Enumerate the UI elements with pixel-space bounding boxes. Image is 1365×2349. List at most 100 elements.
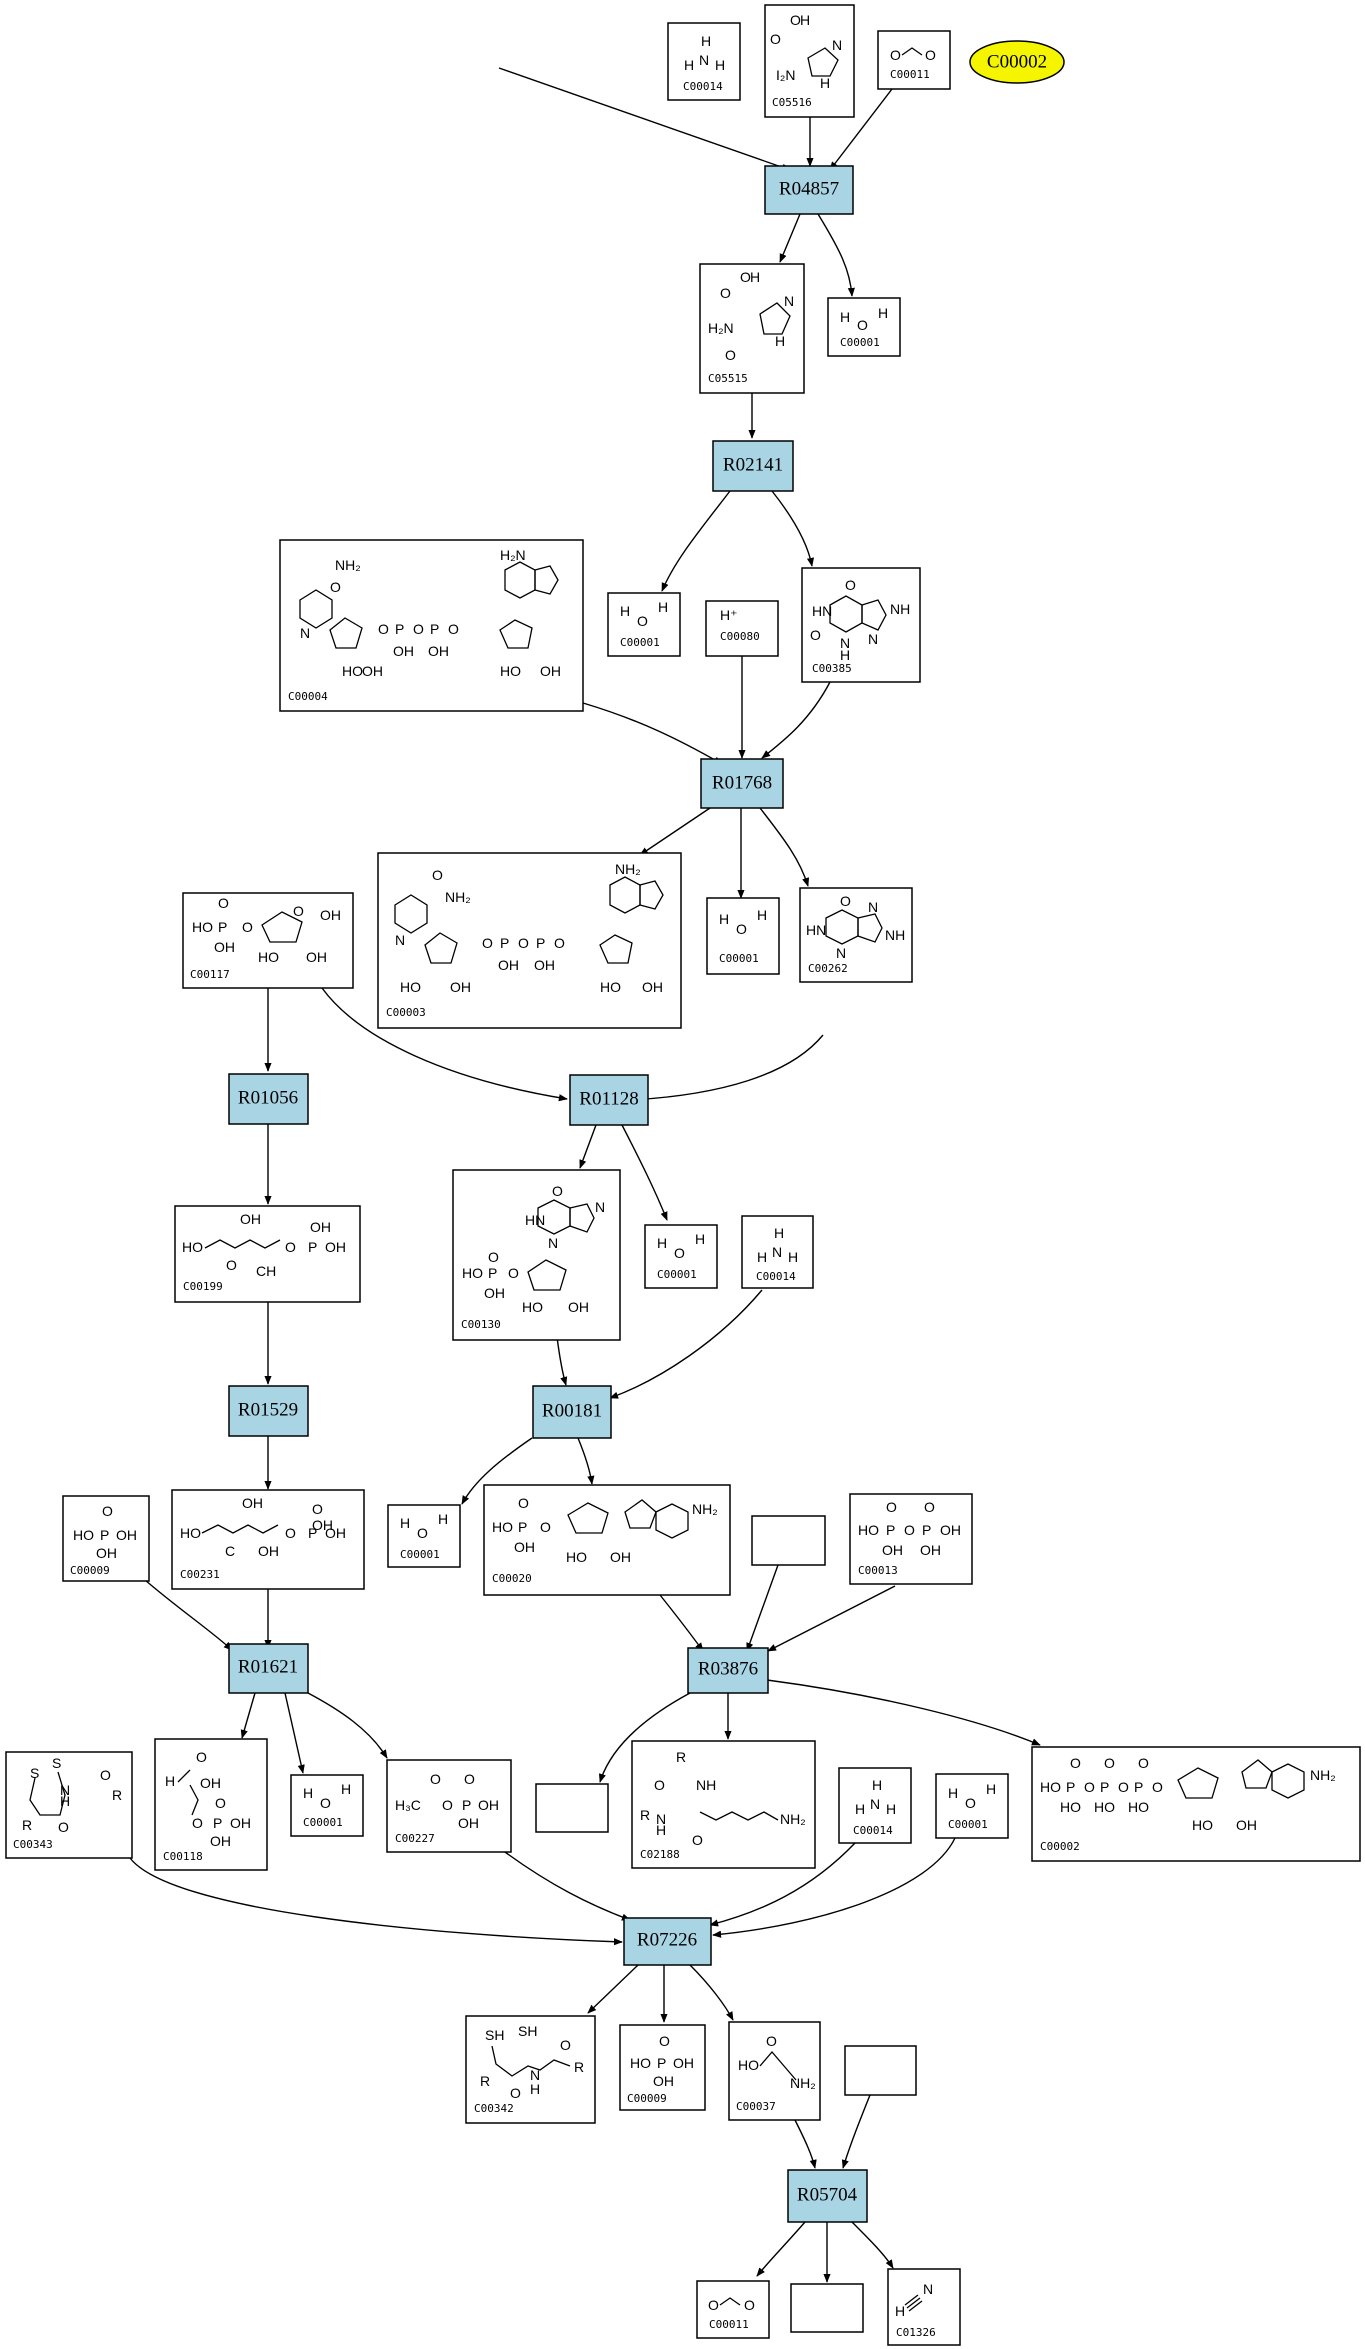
structure-acetyl-phosphate: O O H₃C O P OH OH [395, 1771, 499, 1831]
atom-symbol: R [676, 1749, 686, 1765]
atom-symbol: R [112, 1787, 122, 1803]
edge [639, 807, 711, 856]
chemical-bond [491, 2045, 571, 2077]
chemical-bond [1241, 1759, 1273, 1789]
compound-node[interactable]: O HN N NH N C00262 [799, 887, 913, 983]
compound-node[interactable]: H N H H C00014 [838, 1767, 912, 1844]
compound-node[interactable]: O HO P OH O HO OH NH₂ C00020 [483, 1484, 731, 1596]
atom-symbol: N [699, 52, 709, 68]
reaction-node[interactable]: R01128 [569, 1074, 649, 1126]
compound-node[interactable]: O O HO P O P OH OH OH C00013 [849, 1493, 973, 1585]
compound-node[interactable]: O O C00011 [696, 2280, 770, 2339]
reaction-node[interactable]: R01056 [228, 1073, 309, 1125]
edge [556, 1336, 568, 1386]
empty-compound-node[interactable] [844, 2045, 917, 2096]
compound-node[interactable]: H O H C00001 [935, 1773, 1009, 1839]
atom-symbol: N [772, 1244, 782, 1260]
edge [841, 2094, 871, 2169]
compound-node[interactable]: H O H C00001 [827, 297, 901, 357]
compound-node[interactable]: H N H H C00014 [741, 1215, 814, 1289]
atom-symbol: P [518, 1519, 527, 1535]
empty-compound-node[interactable] [535, 1783, 609, 1833]
compound-id: C00020 [492, 1572, 532, 1585]
compound-node[interactable]: O HO P OH O O OH HO OH C00117 [182, 892, 354, 989]
atom-symbol: O [430, 1771, 441, 1787]
atom-symbol: O [1084, 1779, 1095, 1795]
reaction-node[interactable]: R00181 [532, 1385, 612, 1439]
compound-node[interactable]: O O H₃C O P OH OH C00227 [386, 1759, 512, 1853]
structure-water: H O H [657, 1231, 705, 1261]
compound-id: C01326 [896, 2326, 936, 2339]
compound-node[interactable]: H O H C00001 [706, 897, 780, 975]
compound-node[interactable]: H O H C00001 [290, 1774, 364, 1837]
compound-node[interactable]: R O NH R N H O NH₂ C02188 [631, 1740, 816, 1869]
atom-symbol: O [1070, 1755, 1081, 1771]
compound-node[interactable]: OH O OH HO O P OH C OH C00231 [171, 1489, 365, 1590]
compound-node[interactable]: O HO P OH OH C00009 [619, 2024, 706, 2111]
reaction-node[interactable]: R05704 [787, 2169, 868, 2223]
atom-symbol: OH [325, 1239, 346, 1255]
empty-compound-node[interactable] [751, 1515, 826, 1566]
structure-carbon-dioxide: O O [890, 47, 936, 63]
compound-node[interactable]: H O H C00001 [644, 1224, 718, 1289]
reaction-node[interactable]: R02141 [712, 440, 794, 492]
atom-symbol: P [488, 1265, 497, 1281]
compound-node[interactable]: O HO NH₂ C00037 [728, 2021, 821, 2121]
atom-symbol: OH [673, 2055, 694, 2071]
compound-node[interactable]: S S N H O R R O C00343 [5, 1751, 133, 1859]
compound-node[interactable]: O O O HO P O P O P O HO HO HO HO OH NH₂ … [1031, 1746, 1361, 1862]
compound-node[interactable]: H N H H C00014 [667, 22, 741, 101]
atom-symbol: HO [462, 1265, 483, 1281]
atom-symbol: O [508, 1265, 519, 1281]
highlighted-compound[interactable]: C00002 [969, 40, 1065, 84]
compound-node[interactable]: O O C00011 [877, 30, 951, 90]
edge [689, 1964, 734, 2021]
reaction-node[interactable]: R03876 [687, 1647, 769, 1694]
compound-node[interactable]: H O H C00001 [387, 1504, 461, 1568]
chemical-bond [204, 1239, 281, 1249]
compound-id: C00014 [756, 1270, 796, 1283]
compound-node[interactable]: O NH₂ N HO OH O P OH O P OH O NH₂ HO OH … [377, 852, 682, 1029]
atom-symbol: O [840, 893, 851, 909]
atom-symbol: H [986, 1781, 996, 1797]
reaction-node[interactable]: R01621 [228, 1643, 309, 1694]
atom-symbol: H₂N [708, 320, 734, 336]
structure-xanthine: O HN NH O N H N [810, 577, 910, 663]
atom-symbol: NH₂ [790, 2075, 816, 2091]
structure-amp: O HO P OH O HO OH NH₂ [492, 1495, 718, 1565]
compound-node[interactable]: O HN N N O HO P OH O HO OH C00130 [452, 1169, 621, 1341]
compound-node[interactable]: OH OH HO O P OH O CH C00199 [174, 1205, 361, 1303]
empty-compound-node[interactable] [790, 2283, 864, 2333]
structure-water: H O H [400, 1511, 448, 1541]
reaction-node[interactable]: R01768 [700, 758, 784, 809]
atom-symbol: OH [882, 1542, 903, 1558]
compound-node[interactable]: SH SH O R N R H O C00342 [465, 2015, 596, 2124]
reaction-node[interactable]: R07226 [623, 1917, 712, 1966]
atom-symbol: N [836, 945, 846, 961]
atom-symbol: N [548, 1235, 558, 1251]
atom-symbol: OH [214, 939, 235, 955]
compound-node[interactable]: O HO P OH OH C00009 [62, 1495, 150, 1582]
reaction-label: R03876 [698, 1658, 758, 1679]
structure-ammonia: H N H H [684, 33, 725, 73]
compound-node[interactable]: O HN NH O N H N C00385 [801, 567, 921, 683]
compound-node[interactable]: O H OH O O P OH OH C00118 [154, 1738, 268, 1871]
highlight-label: C00002 [987, 51, 1047, 72]
compound-id: C00003 [386, 1006, 426, 1019]
compound-id: C00013 [858, 1564, 898, 1577]
compound-node[interactable]: H⁺ C00080 [705, 600, 779, 657]
atom-symbol: H [757, 1249, 767, 1265]
compound-node[interactable]: NH₂ O N HO OH O P OH O P OH O H₂N HO OH … [279, 539, 584, 712]
atom-symbol: OH [116, 1527, 137, 1543]
atom-symbol: P [657, 2055, 666, 2071]
compound-node[interactable]: H O H C00001 [607, 592, 681, 657]
reaction-node[interactable]: R04857 [764, 165, 854, 215]
atom-symbol: HO [630, 2055, 651, 2071]
compound-node[interactable]: H N C01326 [887, 2268, 961, 2346]
reaction-node[interactable]: R01529 [228, 1385, 309, 1437]
compound-id: C00199 [183, 1280, 223, 1293]
edge [461, 1437, 533, 1505]
